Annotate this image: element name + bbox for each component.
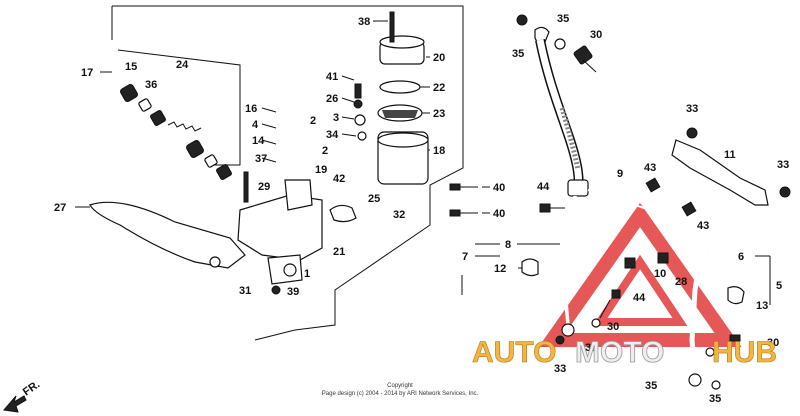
callout-6: 6 xyxy=(738,251,744,263)
watermark-hub: HUB xyxy=(712,336,777,369)
callout-12: 12 xyxy=(494,263,506,275)
callout-29: 29 xyxy=(258,181,270,193)
callout-3: 3 xyxy=(333,112,339,124)
callout-41: 41 xyxy=(326,71,338,83)
callout-2b: 2 xyxy=(322,145,328,157)
callout-21: 21 xyxy=(333,246,345,258)
callout-4: 4 xyxy=(252,119,259,131)
callout-24: 24 xyxy=(176,59,189,71)
callout-40b: 40 xyxy=(493,208,505,220)
callout-13: 13 xyxy=(756,300,768,312)
watermark-auto: AUTO xyxy=(472,336,556,369)
callout-35e: 35 xyxy=(709,393,721,405)
callout-44b: 44 xyxy=(633,292,646,304)
callout-40a: 40 xyxy=(493,182,505,194)
callout-43a: 43 xyxy=(644,162,656,174)
callout-17: 17 xyxy=(81,67,93,79)
callout-23: 23 xyxy=(433,108,445,120)
hose-bracket xyxy=(671,127,791,206)
callout-30b: 30 xyxy=(607,321,619,333)
callout-34: 34 xyxy=(326,129,339,141)
callout-42: 42 xyxy=(333,173,345,185)
callout-2a: 2 xyxy=(310,115,316,127)
callout-39: 39 xyxy=(287,286,299,298)
callout-11: 11 xyxy=(724,149,736,161)
callout-36: 36 xyxy=(145,79,157,91)
callout-15: 15 xyxy=(125,61,137,73)
callout-28: 28 xyxy=(675,276,687,288)
callout-31: 31 xyxy=(239,285,251,297)
callout-19: 19 xyxy=(315,164,327,176)
brake-joint-and-pipes xyxy=(561,179,709,387)
reservoir-cap xyxy=(353,11,429,185)
callout-27: 27 xyxy=(54,202,66,214)
callout-33a: 33 xyxy=(686,103,698,115)
callout-35b: 35 xyxy=(557,13,569,25)
callout-8: 8 xyxy=(505,239,511,251)
master-cylinder-body xyxy=(237,171,357,295)
callout-18: 18 xyxy=(433,145,445,157)
callout-33b: 33 xyxy=(777,159,789,171)
callout-35a: 35 xyxy=(512,48,524,60)
callout-16: 16 xyxy=(245,103,257,115)
callout-37: 37 xyxy=(255,153,267,165)
callout-22: 22 xyxy=(433,82,445,94)
callout-1: 1 xyxy=(304,268,310,280)
callout-33c: 33 xyxy=(554,363,566,375)
banjo-bolts xyxy=(516,14,597,73)
callout-labels: 38 20 22 23 18 41 26 3 34 2 2 19 42 25 3… xyxy=(54,13,789,405)
watermark-moto: MOTO xyxy=(575,336,664,369)
brake-lever xyxy=(89,201,246,269)
callout-26: 26 xyxy=(326,93,338,105)
callout-5: 5 xyxy=(776,280,782,292)
misc-bolts xyxy=(449,177,745,390)
callout-10: 10 xyxy=(654,268,666,280)
callout-44a: 44 xyxy=(537,181,550,193)
callout-14: 14 xyxy=(252,135,265,147)
callout-20: 20 xyxy=(433,52,445,64)
callout-38: 38 xyxy=(358,16,370,28)
callout-32: 32 xyxy=(393,209,405,221)
callout-30a: 30 xyxy=(590,29,602,41)
callout-30c: 30 xyxy=(767,337,779,349)
upper-brake-hose xyxy=(535,39,584,196)
callout-43b: 43 xyxy=(697,220,709,232)
front-arrow xyxy=(3,395,27,413)
callout-25: 25 xyxy=(368,193,380,205)
leader-lines xyxy=(75,20,771,305)
copyright-line-2: Page design (c) 2004 - 2014 by ARI Netwo… xyxy=(321,391,479,397)
copyright-line-1: Copyright xyxy=(387,383,413,389)
piston-kit xyxy=(120,84,232,180)
callout-35c: 35 xyxy=(585,342,597,354)
watermark-text: AUTO MOTO HUB xyxy=(472,336,778,370)
callout-9: 9 xyxy=(617,168,623,180)
callout-7: 7 xyxy=(462,251,468,263)
callout-35d: 35 xyxy=(645,380,657,392)
